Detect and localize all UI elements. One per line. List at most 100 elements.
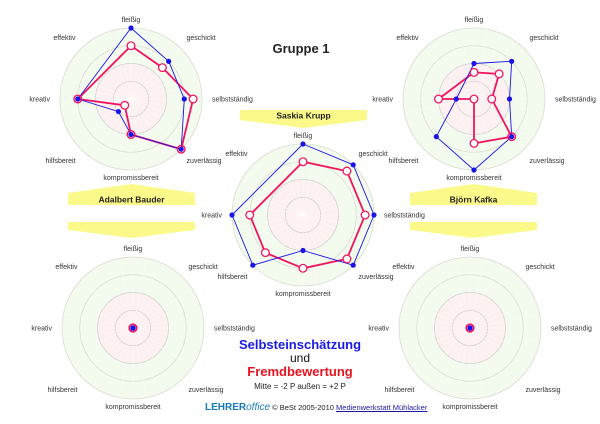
spoke (459, 29, 475, 100)
external-assessment-line (248, 160, 367, 270)
self-assessment-point (453, 96, 459, 102)
spoke (132, 327, 161, 394)
external-assessment-point (176, 144, 186, 154)
spoke (82, 277, 134, 329)
spoke (473, 84, 544, 100)
spoke (469, 268, 510, 329)
spoke (400, 327, 471, 343)
axis-label: geschickt (189, 264, 218, 271)
spoke (130, 71, 197, 100)
page-title: Gruppe 1 (272, 41, 330, 56)
axis-label: effektiv (225, 151, 248, 158)
spoke (116, 29, 132, 100)
axis-label: kompromissbereit (442, 404, 497, 411)
axis-label: selbstständig (214, 326, 255, 333)
spoke (473, 98, 544, 114)
external-assessment-point (494, 69, 504, 79)
external-assessment-point (434, 94, 443, 104)
spoke (473, 71, 540, 100)
spoke (130, 98, 182, 150)
axis-label: fleißig (294, 133, 313, 140)
spoke (408, 98, 475, 127)
spoke (446, 98, 475, 165)
spoke (442, 262, 471, 329)
spoke (132, 268, 173, 329)
spoke (63, 313, 134, 329)
self-assessment-line (77, 27, 185, 150)
axis-label: geschickt (530, 35, 559, 42)
spoke (442, 327, 471, 394)
external-assessment-point (469, 138, 479, 148)
axis-label: hilfsbereit (389, 158, 419, 165)
spoke (93, 268, 134, 329)
spoke (132, 327, 173, 388)
external-assessment-point (73, 94, 83, 104)
self-assessment-point (471, 167, 477, 173)
external-assessment-point (188, 94, 198, 104)
axis-label: geschickt (359, 151, 388, 158)
self-assessment-point (506, 96, 513, 102)
name-banner: Adalbert Bauder (68, 184, 195, 238)
spoke (132, 313, 203, 329)
spoke (105, 262, 134, 329)
spoke (132, 288, 193, 329)
spoke (130, 84, 201, 100)
self-assessment-point (371, 212, 377, 218)
spoke (130, 98, 197, 127)
spoke (132, 327, 148, 398)
legend-external: Fremdbewertung (247, 364, 353, 379)
spoke (469, 262, 498, 329)
spoke (473, 98, 534, 139)
axis-label: fleißig (461, 246, 480, 253)
spoke (130, 39, 171, 100)
spoke (302, 214, 318, 285)
spoke (434, 98, 475, 159)
spoke (252, 164, 304, 216)
external-assessment-point (465, 323, 475, 333)
spoke (130, 33, 159, 100)
spoke (469, 313, 540, 329)
axis-label: kreativ (201, 213, 222, 220)
spoke (130, 98, 201, 114)
external-assessment-point (128, 323, 138, 333)
spoke (67, 300, 134, 329)
radar-chart: fleißiggeschicktselbstständigzuverlässig… (29, 17, 253, 182)
axis-label: effektiv (55, 264, 78, 271)
axis-label: geschickt (187, 35, 216, 42)
spoke (233, 214, 304, 230)
external-assessment-point (469, 94, 479, 104)
spoke (469, 277, 521, 329)
axis-label: selbstständig (551, 326, 592, 333)
spoke (302, 187, 369, 216)
spoke (404, 327, 471, 356)
name-banner: Saskia Krupp (240, 110, 367, 128)
spoke (132, 277, 184, 329)
self-assessment-point (467, 325, 473, 331)
spoke (243, 175, 304, 216)
banner-bar (240, 110, 367, 120)
axis-label: zuverlässig (359, 274, 394, 281)
spoke (91, 39, 132, 100)
self-assessment-point (509, 134, 515, 140)
external-assessment-point (126, 130, 136, 139)
spoke (302, 155, 343, 216)
spoke (103, 33, 132, 100)
self-assessment-line (435, 60, 513, 171)
axis-label: kompromissbereit (105, 404, 160, 411)
external-assessment-point (260, 248, 270, 258)
spoke (302, 145, 318, 216)
banner-arrow-down (240, 120, 367, 128)
spoke (469, 327, 540, 343)
axis-label: hilfsbereit (48, 387, 78, 394)
spoke (130, 48, 182, 100)
self-assessment-point (128, 25, 134, 31)
axis-label: zuverlässig (187, 158, 222, 165)
spoke (423, 98, 475, 150)
medienwerkstatt-link[interactable]: Medienwerkstatt Mühlacker (336, 403, 428, 412)
spoke (430, 268, 471, 329)
copyright: © BeSt 2005-2010 (272, 403, 334, 412)
external-assessment-point (342, 254, 352, 264)
axis-label: selbstständig (384, 213, 425, 220)
spoke (82, 327, 134, 379)
spoke (469, 327, 521, 379)
